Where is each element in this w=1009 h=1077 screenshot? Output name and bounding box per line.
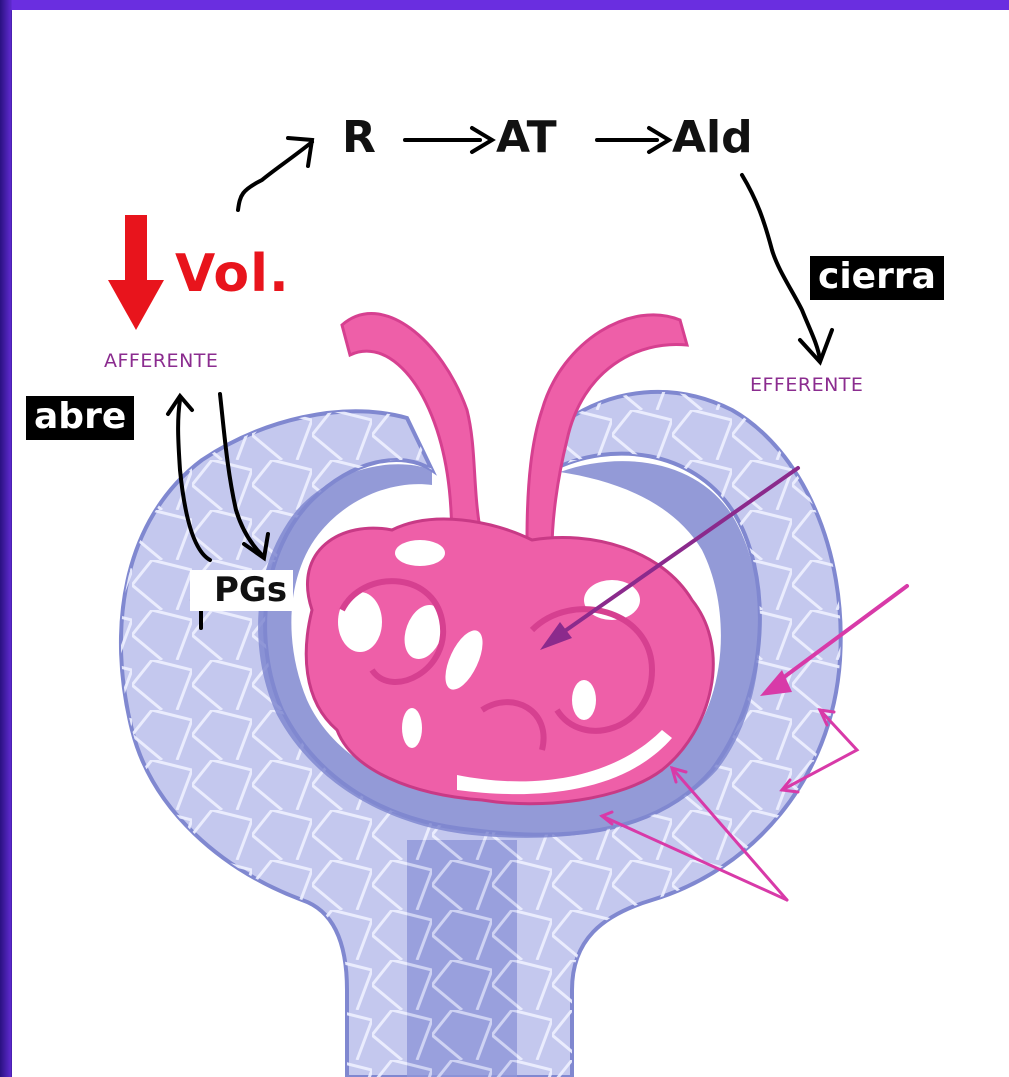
aldosterone-label: Ald <box>672 112 753 163</box>
afferent-label: AFFERENTE <box>104 350 218 372</box>
angiotensin-label: AT <box>496 112 557 163</box>
glomerular-capillaries <box>306 314 713 804</box>
open-action-label: abre <box>26 396 134 440</box>
volume-label: Vol. <box>175 244 290 304</box>
diagram-canvas: R AT Ald Vol. AFFERENTE EFFERENTE abre c… <box>12 10 1009 1077</box>
prostaglandins-label: PGs <box>190 570 293 611</box>
glomerulus-illustration <box>12 10 1009 1077</box>
down-arrow-icon <box>108 215 164 330</box>
renin-label: R <box>342 112 376 163</box>
efferent-label: EFFERENTE <box>750 374 863 396</box>
close-action-label: cierra <box>810 256 944 300</box>
